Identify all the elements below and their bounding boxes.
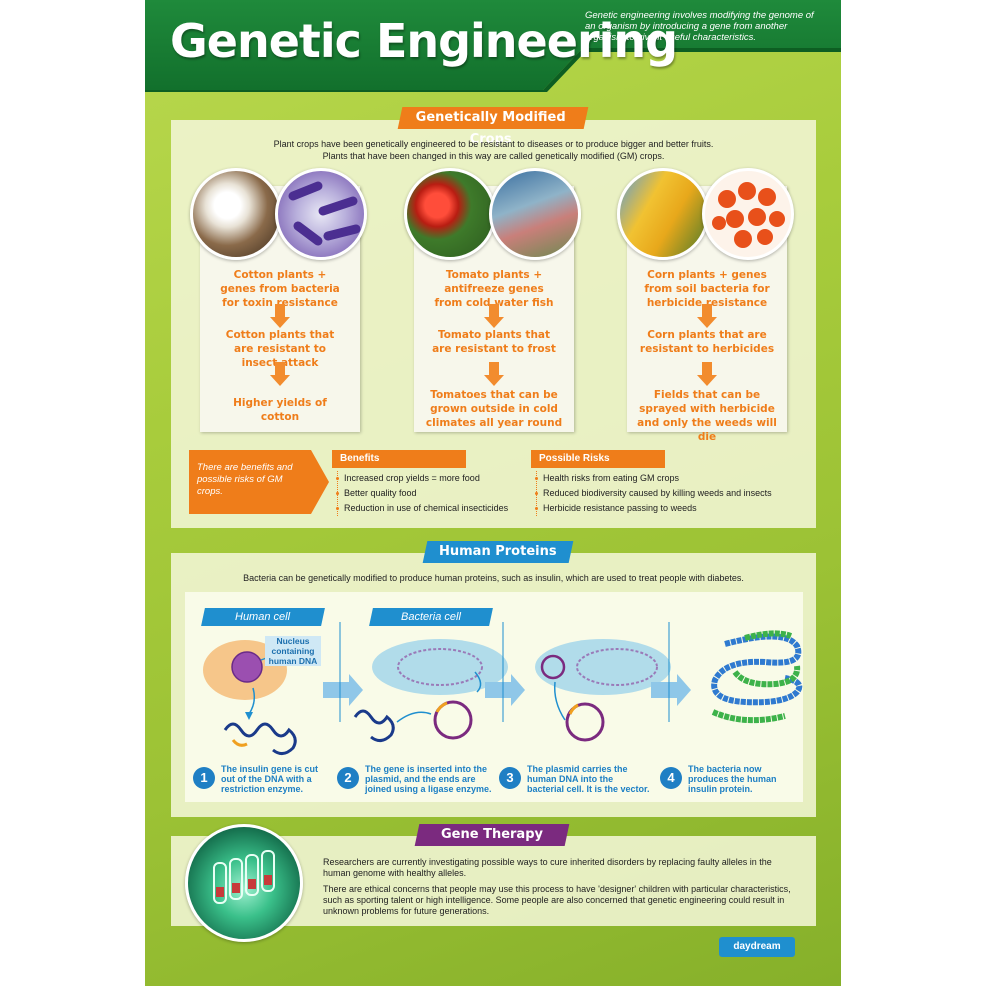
dna-strand-icon xyxy=(353,709,395,742)
right-arrow-icon xyxy=(651,674,691,706)
risks-header: Possible Risks xyxy=(531,450,665,468)
header-banner xyxy=(145,0,841,92)
corn-step-3: Fields that can be sprayed with herbicid… xyxy=(637,389,777,443)
bacteria-cell-icon xyxy=(535,639,671,695)
tomato-step-2: Tomato plants that are resistant to fros… xyxy=(432,329,556,355)
step-number-3: 3 xyxy=(499,767,521,789)
right-arrow-icon xyxy=(323,674,363,706)
insulin-protein-icon xyxy=(711,630,803,724)
risk-callout-arrow xyxy=(189,450,329,514)
benefit-item: Increased crop yields = more food xyxy=(336,471,534,486)
dna-strand-icon xyxy=(223,722,297,755)
header-intro: Genetic engineering involves modifying t… xyxy=(585,10,814,43)
soil-bacteria-image xyxy=(702,168,794,260)
corn-step-1: Corn plants + genes from soil bacteria f… xyxy=(644,269,770,309)
cotton-image xyxy=(190,168,282,260)
gm-crops-intro-1: Plant crops have been genetically engine… xyxy=(273,139,714,149)
poster: Genetic Engineering Genetic engineering … xyxy=(145,0,841,986)
tomato-image xyxy=(404,168,496,260)
gene-therapy-para-2: There are ethical concerns that people m… xyxy=(323,884,791,916)
benefit-item: Better quality food xyxy=(336,486,534,501)
cotton-step-1: Cotton plants + genes from bacteria for … xyxy=(220,269,340,309)
risk-item: Herbicide resistance passing to weeds xyxy=(535,501,813,516)
step-text-1: The insulin gene is cut out of the DNA w… xyxy=(221,764,319,794)
test-tubes-image xyxy=(185,824,303,942)
step-number-4: 4 xyxy=(660,767,682,789)
gm-crops-title: Genetically Modified Crops xyxy=(397,107,589,147)
benefits-list: Increased crop yields = more food Better… xyxy=(336,471,534,516)
gene-therapy-title: Gene Therapy xyxy=(414,824,570,846)
page-title: Genetic Engineering xyxy=(170,14,678,68)
step-text-2: The gene is inserted into the plasmid, a… xyxy=(365,764,492,794)
plasmid-icon xyxy=(433,700,473,740)
daydream-logo: daydream xyxy=(719,937,795,957)
step-text-4: The bacteria now produces the human insu… xyxy=(688,764,777,794)
human-proteins-intro: Bacteria can be genetically modified to … xyxy=(243,573,744,583)
fish-image xyxy=(489,168,581,260)
corn-step-2: Corn plants that are resistant to herbic… xyxy=(639,329,775,355)
header: Genetic Engineering Genetic engineering … xyxy=(145,0,841,92)
protein-diagram xyxy=(203,622,803,755)
bacteria-image xyxy=(275,168,367,260)
gene-therapy-para-1: Researchers are currently investigating … xyxy=(323,857,772,878)
tomato-step-1: Tomato plants + antifreeze genes from co… xyxy=(434,269,554,309)
benefits-header: Benefits xyxy=(332,450,466,468)
risk-item: Health risks from eating GM crops xyxy=(535,471,813,486)
step-number-2: 2 xyxy=(337,767,359,789)
risk-callout-text: There are benefits and possible risks of… xyxy=(197,462,293,497)
plasmid-icon xyxy=(565,702,605,742)
human-proteins-title: Human Proteins xyxy=(422,541,574,563)
risks-list: Health risks from eating GM crops Reduce… xyxy=(535,471,813,516)
corn-image xyxy=(617,168,709,260)
nucleus-label: Nucleus containing human DNA xyxy=(265,636,321,666)
nucleus-icon xyxy=(231,651,263,683)
risk-item: Reduced biodiversity caused by killing w… xyxy=(535,486,813,501)
right-arrow-icon xyxy=(485,674,525,706)
tomato-step-3: Tomatoes that can be grown outside in co… xyxy=(425,389,563,429)
step-text-3: The plasmid carries the human DNA into t… xyxy=(527,764,650,794)
step-number-1: 1 xyxy=(193,767,215,789)
bacteria-cell-icon xyxy=(372,639,508,695)
benefit-item: Reduction in use of chemical insecticide… xyxy=(336,501,534,516)
gm-crops-intro-2: Plants that have been changed in this wa… xyxy=(322,151,665,161)
cotton-step-3: Higher yields of cotton xyxy=(233,397,327,423)
